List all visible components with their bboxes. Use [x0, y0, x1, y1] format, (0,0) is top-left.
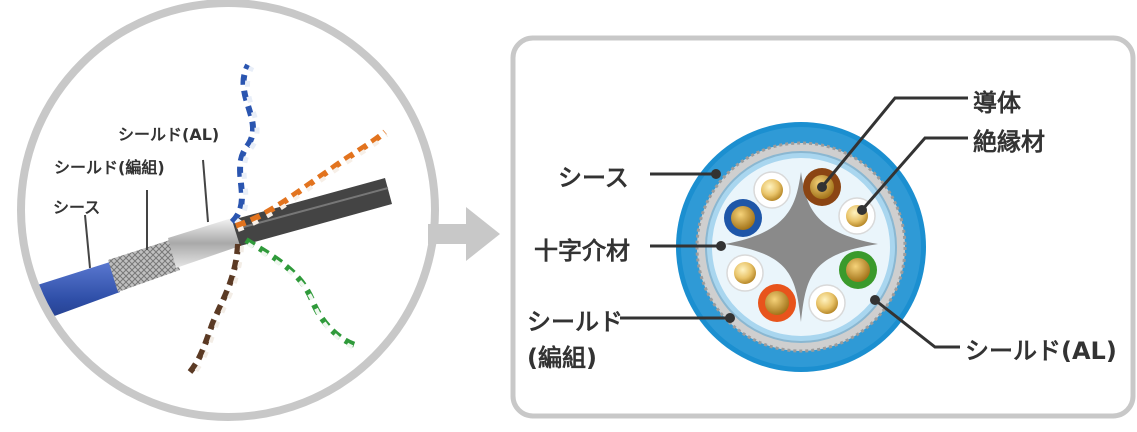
cross-filler — [725, 172, 878, 322]
leader-conductor — [820, 96, 968, 188]
photo-label-sheath: シース — [53, 198, 101, 217]
conductor-green — [839, 251, 877, 289]
diagram-label-shield-braid-line2: (編組) — [527, 344, 597, 372]
diagram-label-conductor: 導体 — [973, 89, 1021, 117]
diagram-label-sheath: シース — [558, 164, 629, 192]
leader-insulation — [860, 136, 968, 211]
conductor-copper-cores — [734, 179, 868, 314]
photo-braid — [108, 240, 180, 292]
diagram-label-insulation: 絶縁材 — [973, 128, 1045, 156]
arrow-icon — [428, 207, 500, 261]
leader-photo-shield-al — [202, 159, 209, 223]
photo-frame-ring — [17, 0, 439, 421]
photo-label-shield-al: シールド(AL) — [118, 125, 220, 144]
leader-photo-sheath — [84, 214, 91, 269]
photo-foil — [168, 218, 240, 268]
cable-cross-section — [676, 122, 926, 372]
leader-shield-al — [874, 298, 960, 349]
conductor-blue — [724, 199, 762, 237]
diagram-label-shield-braid-line1: シールド — [527, 308, 623, 336]
photo-cross-filler — [232, 178, 392, 246]
diagram-label-cross-filler: 十字介材 — [534, 237, 630, 265]
photo-label-shield-braid: シールド(編組) — [54, 158, 165, 177]
conductor-orange — [758, 284, 796, 322]
diagram-label-shield-al: シールド(AL) — [965, 337, 1117, 365]
